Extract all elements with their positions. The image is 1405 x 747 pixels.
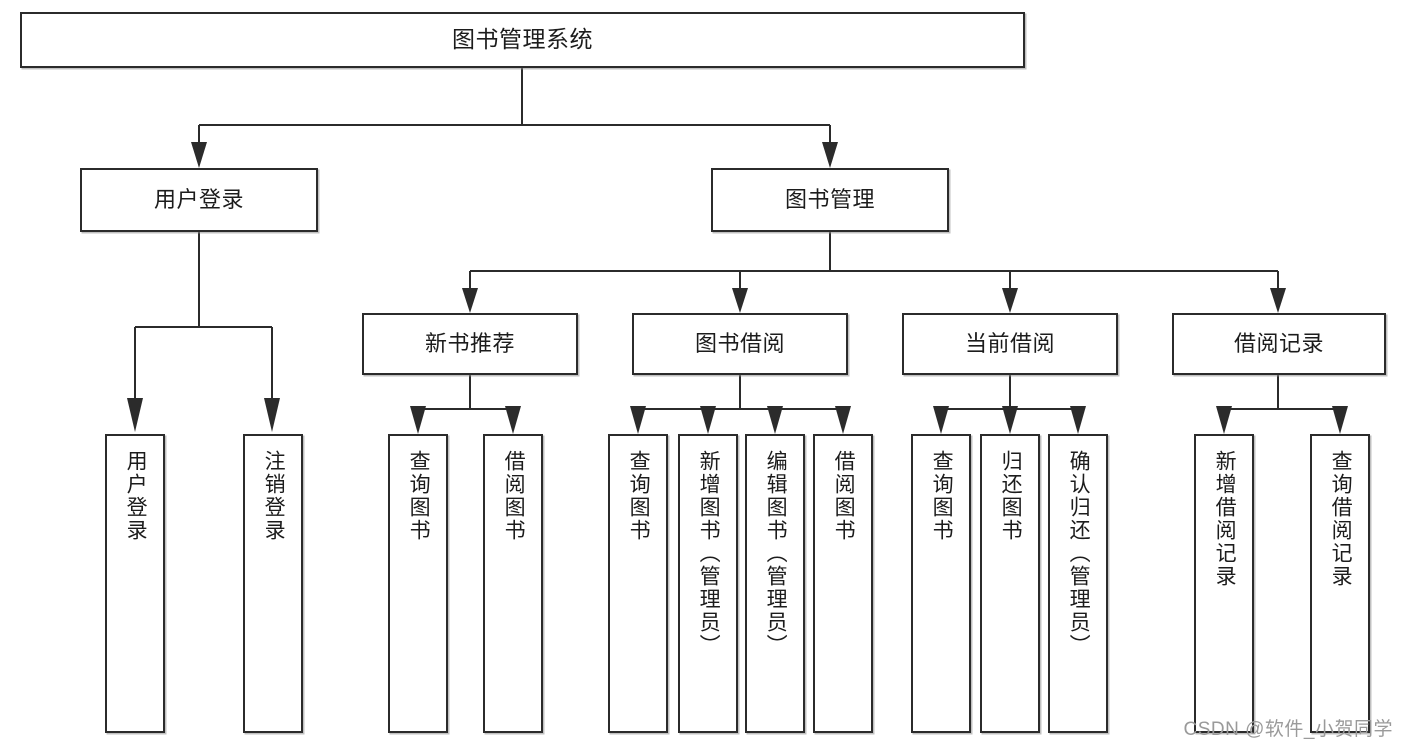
node-label: 图书管理系统 xyxy=(452,26,593,53)
node-label: 新书推荐 xyxy=(424,330,515,356)
node-new-book-recommend[interactable]: 新书推荐 xyxy=(362,313,578,375)
node-label: 归还图书 xyxy=(999,450,1023,542)
node-label: 查询图书 xyxy=(930,450,954,542)
node-label: 用户登录 xyxy=(124,450,148,542)
node-label: 借阅记录 xyxy=(1233,330,1324,356)
node-label: 确认归还（管理员） xyxy=(1067,450,1091,657)
node-label: 借阅图书 xyxy=(832,450,856,542)
node-label: 查询图书 xyxy=(407,450,431,542)
leaf-user-login[interactable]: 用户登录 xyxy=(105,434,165,733)
leaf-query-book-recommend[interactable]: 查询图书 xyxy=(388,434,448,733)
node-label: 新增图书（管理员） xyxy=(697,450,721,657)
node-label: 图书借阅 xyxy=(694,330,785,356)
leaf-edit-book[interactable]: 编辑图书（管理员） xyxy=(745,434,805,733)
node-label: 借阅图书 xyxy=(502,450,526,542)
leaf-add-book[interactable]: 新增图书（管理员） xyxy=(678,434,738,733)
node-book-manage[interactable]: 图书管理 xyxy=(711,168,949,232)
leaf-query-borrow-record[interactable]: 查询借阅记录 xyxy=(1310,434,1370,733)
node-label: 用户登录 xyxy=(153,186,244,212)
node-label: 当前借阅 xyxy=(964,330,1055,356)
leaf-borrow-book[interactable]: 借阅图书 xyxy=(813,434,873,733)
node-label: 新增借阅记录 xyxy=(1213,450,1237,588)
node-label: 注销登录 xyxy=(262,450,286,542)
node-label: 查询借阅记录 xyxy=(1329,450,1353,588)
node-label: 编辑图书（管理员） xyxy=(764,450,788,657)
node-user-login[interactable]: 用户登录 xyxy=(80,168,318,232)
leaf-query-book-borrow[interactable]: 查询图书 xyxy=(608,434,668,733)
csdn-watermark: CSDN @软件_小贺同学 xyxy=(1183,719,1393,740)
leaf-query-book-current[interactable]: 查询图书 xyxy=(911,434,971,733)
node-current-borrow[interactable]: 当前借阅 xyxy=(902,313,1118,375)
leaf-logout[interactable]: 注销登录 xyxy=(243,434,303,733)
node-label: 图书管理 xyxy=(784,186,875,212)
node-borrow-record[interactable]: 借阅记录 xyxy=(1172,313,1386,375)
node-root-system[interactable]: 图书管理系统 xyxy=(20,12,1025,68)
leaf-confirm-return[interactable]: 确认归还（管理员） xyxy=(1048,434,1108,733)
node-book-borrow[interactable]: 图书借阅 xyxy=(632,313,848,375)
leaf-return-book[interactable]: 归还图书 xyxy=(980,434,1040,733)
leaf-borrow-book-recommend[interactable]: 借阅图书 xyxy=(483,434,543,733)
leaf-add-borrow-record[interactable]: 新增借阅记录 xyxy=(1194,434,1254,733)
node-label: 查询图书 xyxy=(627,450,651,542)
